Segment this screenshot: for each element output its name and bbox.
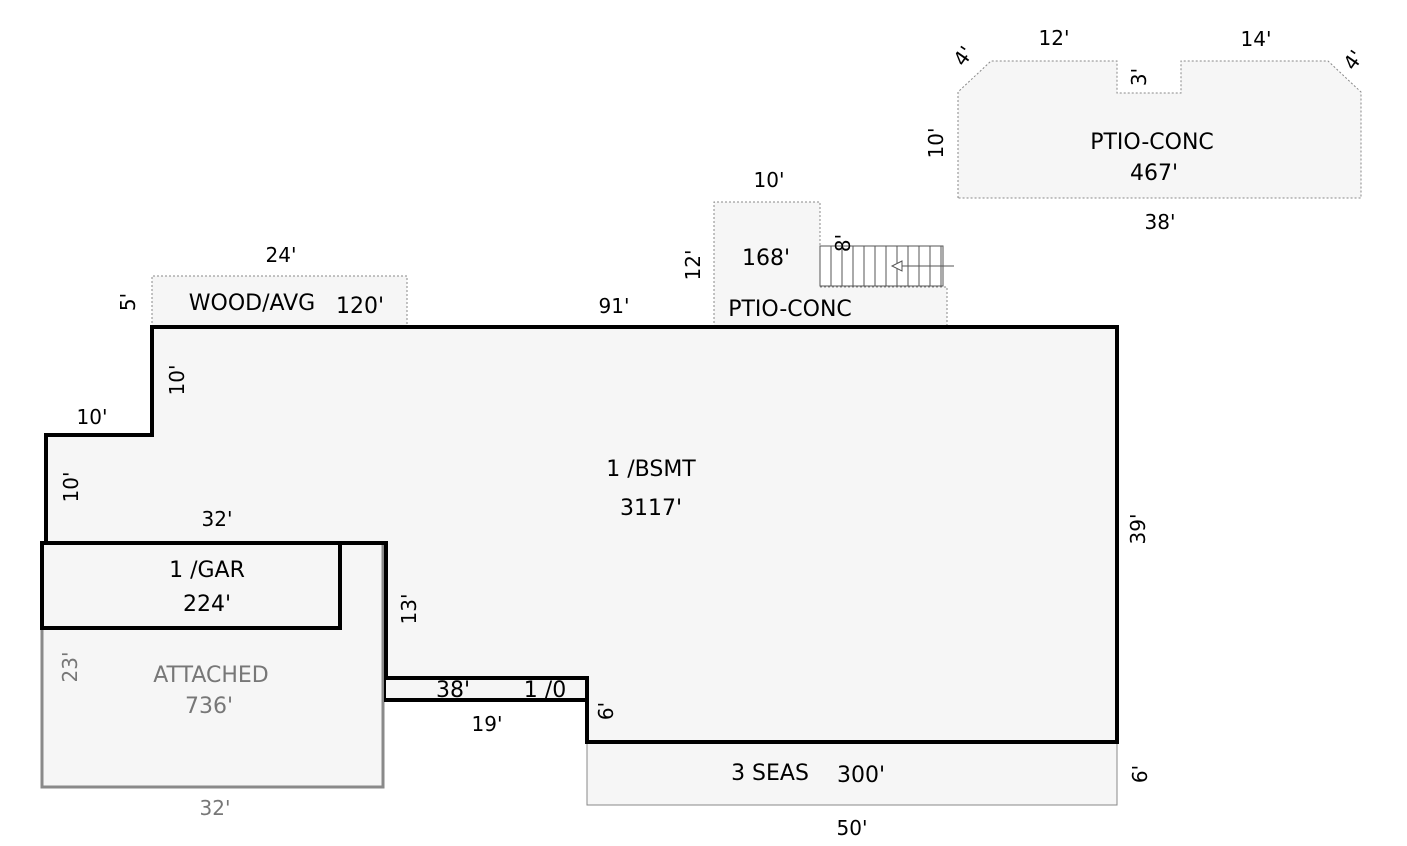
dim-attached-side: 23' xyxy=(58,652,82,683)
dim-main-bottom: 50' xyxy=(837,816,868,840)
garage-shape xyxy=(40,541,342,630)
dim-garage-top: 32' xyxy=(202,507,233,531)
dim-connector-bottom: 19' xyxy=(472,712,503,736)
garage-area: 224' xyxy=(183,592,231,617)
dim-step-vertical-upper: 10' xyxy=(165,365,189,396)
dim-three-season-side: 6' xyxy=(1128,765,1152,783)
dim-attached-bottom: 32' xyxy=(200,796,231,820)
three-season-label: 3 SEAS xyxy=(731,761,809,786)
wood-deck-label: WOOD/AVG xyxy=(189,291,315,316)
stairs-icon xyxy=(819,245,954,287)
patio-small-label: PTIO-CONC xyxy=(728,297,852,322)
dim-patio-large-bottom: 38' xyxy=(1145,210,1176,234)
patio-large-area: 467' xyxy=(1130,161,1178,186)
three-season-area: 300' xyxy=(837,763,885,788)
connector-label: 1 /0 xyxy=(524,678,566,703)
dim-patio-large-notch: 3' xyxy=(1127,68,1151,86)
dim-patio-small-top: 10' xyxy=(754,168,785,192)
wood-deck-area: 120' xyxy=(336,294,384,319)
patio-large-shape xyxy=(957,60,1362,199)
wood-deck-shape xyxy=(151,275,408,327)
garage-label: 1 /GAR xyxy=(169,558,245,583)
dim-stair-length: 8' xyxy=(831,234,855,252)
dim-patio-large-corner-right: 4' xyxy=(1338,46,1368,75)
dim-patio-small-side: 12' xyxy=(681,250,705,281)
connector-area: 38' xyxy=(436,678,470,703)
attached-label: ATTACHED xyxy=(153,663,269,688)
dim-wood-side: 5' xyxy=(116,293,140,311)
dim-connector-vertical: 6' xyxy=(594,702,618,720)
patio-small-shape xyxy=(713,201,948,327)
dim-patio-large-top-right: 14' xyxy=(1241,27,1272,51)
patio-large-label: PTIO-CONC xyxy=(1090,130,1214,155)
attached-area: 736' xyxy=(185,694,233,719)
dim-main-top: 91' xyxy=(599,294,630,318)
dim-patio-large-side: 10' xyxy=(924,128,948,159)
patio-small-area: 168' xyxy=(742,246,790,271)
dim-patio-large-corner-left: 4' xyxy=(948,42,978,71)
dim-patio-large-top-left: 12' xyxy=(1039,26,1070,50)
connector-shape xyxy=(386,676,589,702)
dim-wood-top: 24' xyxy=(266,243,297,267)
dim-main-right: 39' xyxy=(1126,514,1150,545)
dim-main-inner-vertical: 13' xyxy=(397,594,421,625)
dim-step-vertical-lower: 10' xyxy=(59,472,83,503)
dim-step-horizontal: 10' xyxy=(77,405,108,429)
main-label: 1 /BSMT xyxy=(606,457,696,482)
main-area: 3117' xyxy=(620,496,682,521)
